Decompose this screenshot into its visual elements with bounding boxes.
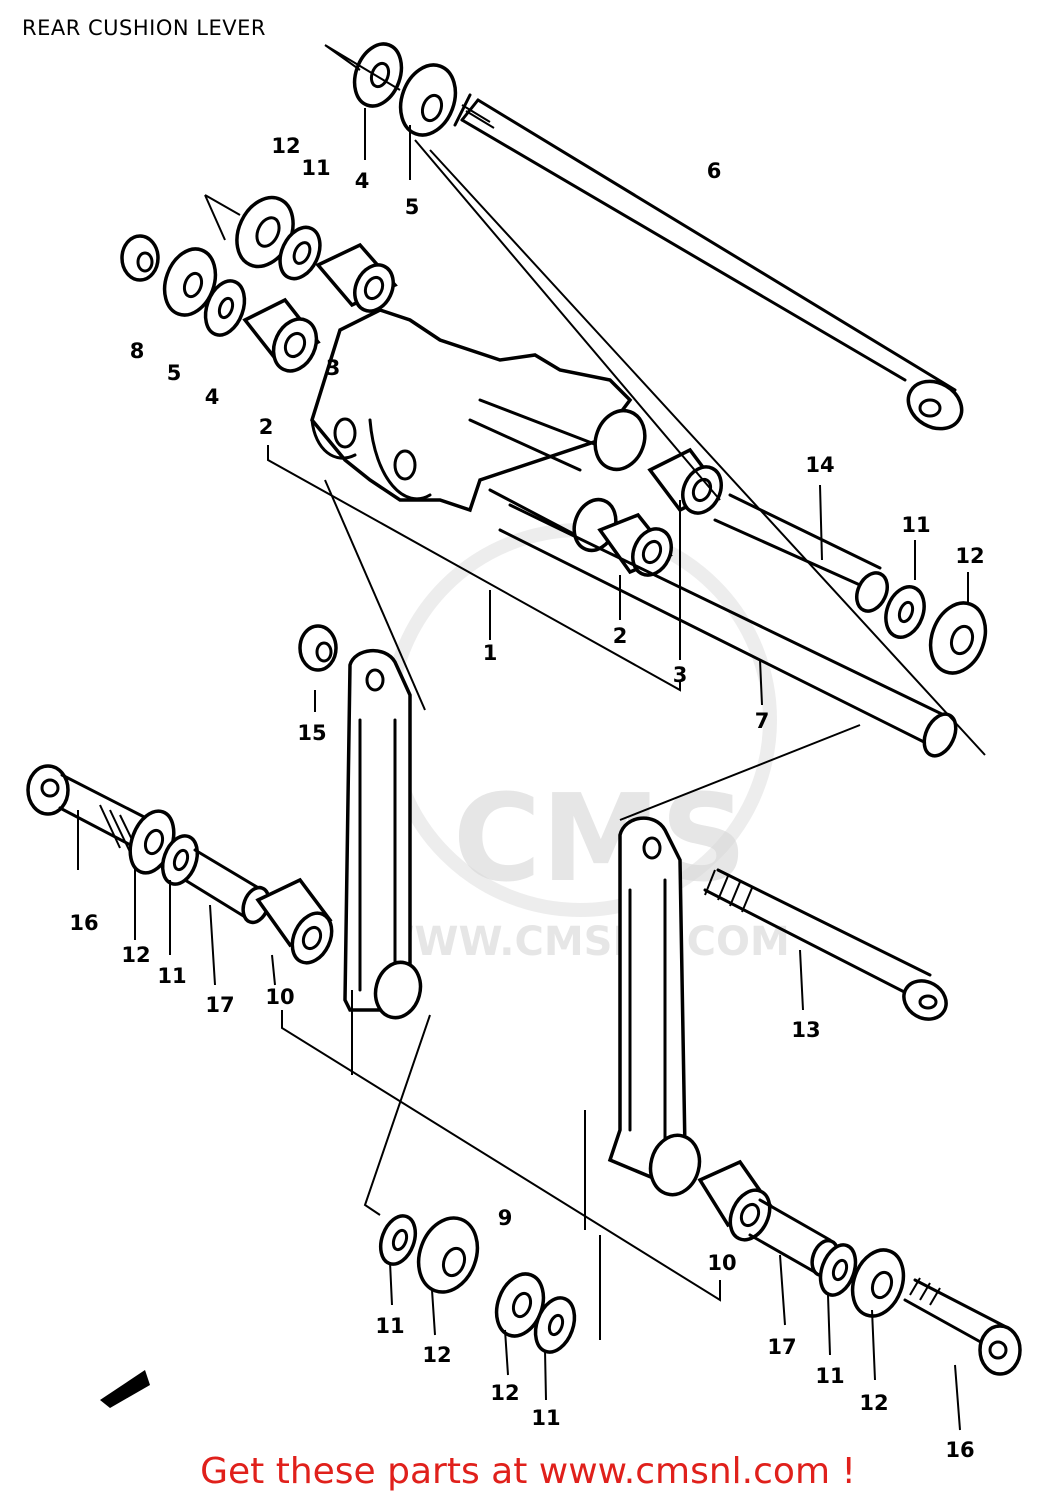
callout-3-a: 3 — [326, 356, 341, 380]
callout-17-b: 17 — [767, 1335, 796, 1359]
leader-lines-upper — [204, 44, 986, 821]
cushion-lever-1 — [310, 308, 647, 553]
callout-8: 8 — [130, 339, 145, 363]
rod-9-left — [343, 648, 423, 1020]
bolt-16-left — [26, 764, 152, 857]
watermark-brand: CMS — [453, 770, 747, 909]
watermark-url: WWW.CMSNL.COM — [370, 919, 790, 965]
washer-11-e — [533, 1296, 577, 1354]
callout-11-a: 11 — [301, 156, 330, 180]
callout-4-top: 4 — [355, 169, 370, 193]
callout-16-a: 16 — [69, 911, 98, 935]
callout-15: 15 — [297, 721, 326, 745]
callout-2-b: 2 — [613, 624, 628, 648]
bearing-10-a — [255, 877, 334, 965]
callout-5-b: 5 — [167, 361, 182, 385]
leader-lines-lower — [77, 484, 969, 1431]
page-title: REAR CUSHION LEVER — [22, 16, 266, 40]
spacer-14 — [713, 493, 889, 613]
callout-12-c: 12 — [121, 943, 150, 967]
bearing-2-b — [597, 512, 673, 577]
callout-4-b: 4 — [205, 385, 220, 409]
callout-11-e: 11 — [531, 1406, 560, 1430]
callout-5-top: 5 — [405, 195, 420, 219]
seal-12-a — [235, 195, 295, 269]
spacer-7 — [498, 503, 958, 758]
bolt-13 — [703, 868, 948, 1021]
bearing-2-a — [242, 297, 321, 373]
nut-8 — [120, 234, 160, 282]
callout-1: 1 — [483, 641, 498, 665]
callout-14: 14 — [805, 453, 834, 477]
front-direction-arrow — [100, 1370, 150, 1408]
callout-16-b: 16 — [945, 1438, 974, 1462]
rod-9-right — [607, 816, 702, 1197]
callout-12-f: 12 — [859, 1391, 888, 1415]
callout-11-d: 11 — [375, 1314, 404, 1338]
washer-11-b — [884, 585, 926, 639]
seal-12-b — [928, 601, 988, 675]
bolt-16-right — [903, 1277, 1022, 1376]
spacer-12-d — [416, 1216, 480, 1294]
callout-9: 9 — [498, 1206, 513, 1230]
spacer-5-top — [398, 63, 458, 137]
washer-4-top — [352, 42, 404, 108]
callout-labels: 4 5 6 12 11 8 5 4 3 2 14 11 12 1 2 3 7 1… — [69, 134, 984, 1462]
callout-11-f: 11 — [815, 1364, 844, 1388]
callout-10-a: 10 — [265, 985, 294, 1009]
callout-17-a: 17 — [205, 993, 234, 1017]
washer-4-b — [203, 279, 247, 337]
callout-12-d: 12 — [422, 1343, 451, 1367]
bolt-6 — [453, 93, 964, 431]
washer-11-f — [818, 1243, 858, 1297]
callout-12-a: 12 — [271, 134, 300, 158]
callout-6: 6 — [707, 159, 722, 183]
callout-12-e: 12 — [490, 1381, 519, 1405]
bearing-3-a — [315, 242, 398, 313]
washer-11-d — [378, 1214, 418, 1266]
seal-12-f — [850, 1248, 906, 1318]
footer-parts-link[interactable]: Get these parts at www.cmsnl.com ! — [200, 1451, 856, 1492]
callout-2-a: 2 — [259, 415, 274, 439]
callout-11-b: 11 — [901, 513, 930, 537]
washer-11-a — [278, 225, 322, 281]
callout-12-b: 12 — [955, 544, 984, 568]
spacer-5-b — [162, 247, 218, 317]
callout-10-b: 10 — [707, 1251, 736, 1275]
nut-15 — [298, 624, 338, 672]
bearing-3-b — [647, 447, 723, 515]
callout-11-c: 11 — [157, 964, 186, 988]
callout-13: 13 — [791, 1018, 820, 1042]
collar-17-a — [183, 848, 271, 925]
washer-11-c — [160, 834, 200, 886]
callout-3-b: 3 — [673, 663, 688, 687]
callout-7: 7 — [755, 709, 770, 733]
